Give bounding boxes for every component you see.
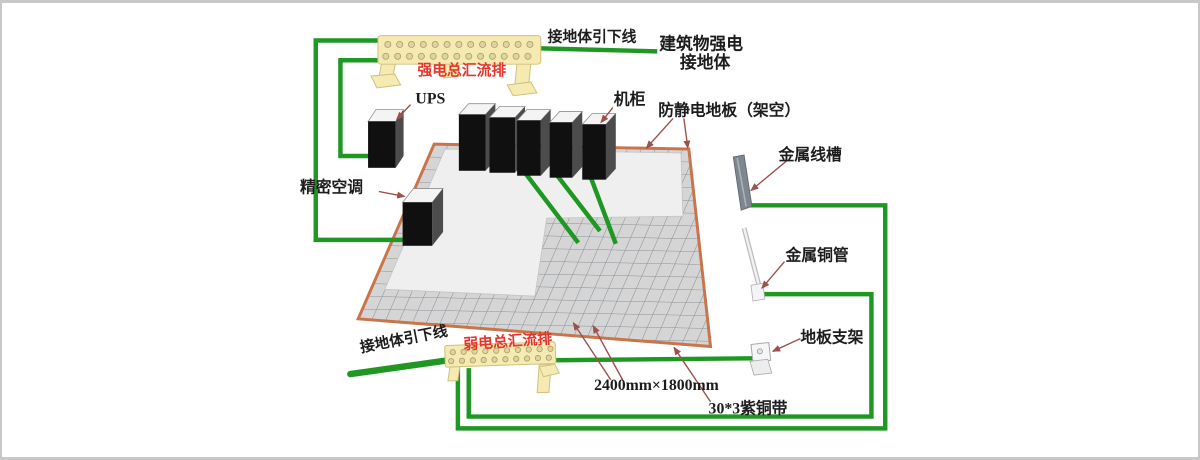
label-ups: UPS [415,91,445,108]
ground-wire-outer-left [313,38,415,243]
precision-ac-unit [401,188,444,246]
label-antistatic-floor: 防静电地板（架空） [658,101,800,120]
label-ground-lead-top: 接地体引下线 [548,27,637,45]
leader-floor-2 [683,118,691,150]
label-copper-pipe: 金属铜管 [785,246,849,265]
leader-cabinet [600,107,614,124]
label-floor-bracket: 地板支架 [800,328,863,347]
label-strong-busbar: 强电总汇流排 [417,61,506,79]
cabinet-lead-2 [554,173,602,233]
leader-ac [378,190,406,199]
cabinet-lead-3 [588,174,618,245]
ground-wire-bracket [552,356,754,363]
floor-smooth-area [384,148,684,297]
ups-unit [367,109,405,168]
leader-floor-1 [645,118,674,149]
strong-busbar [370,35,542,97]
strong-busbar-foot-right [506,81,538,97]
leader-ups [396,104,412,121]
leader-bracket [771,337,801,353]
cabinet-lead-1 [523,171,581,245]
weak-busbar-holes [448,345,554,365]
strong-busbar-bar [377,35,542,65]
leader-arrows [378,104,801,403]
label-precision-ac: 精密空调 [300,177,363,196]
raised-floor [356,142,713,349]
label-metal-trough: 金属线槽 [778,145,842,164]
ground-wire-top-right [540,46,658,54]
weak-busbar-foot-right [538,363,560,378]
ground-wire-inner-loop [466,291,874,419]
ground-wires [313,38,888,431]
cabinet-4 [548,111,584,178]
label-copper-strip: 30*3紫铜带 [709,399,788,418]
label-cabinet: 机柜 [614,90,646,109]
metal-trough [732,154,753,211]
label-ground-lead-bottom: 接地体引下线 [358,322,449,357]
label-tile-size: 2400mm×1800mm [594,377,719,394]
weak-busbar [444,341,560,394]
cabinet-3 [516,109,552,176]
cabinet-5 [581,113,617,180]
leader-copper-strip [673,346,712,403]
label-building-ground-2: 接地体 [680,52,731,72]
leader-tile-size-1 [572,321,612,381]
leader-trough [750,160,787,192]
ground-wire-ups [338,58,395,159]
copper-pipe [741,227,766,302]
floor-bracket [749,341,773,376]
ground-lead-bottom-wire [347,357,452,378]
grounding-diagram: 接地体引下线 建筑物强电 接地体 强电总汇流排 UPS 机柜 防静电地板（架空）… [300,27,888,431]
label-building-ground-1: 建筑物强电 [659,33,743,53]
strong-busbar-foot-left [370,73,402,89]
leader-tile-size-2 [592,324,624,381]
ground-wire-outer-loop [455,203,888,431]
leader-pipe [761,261,786,289]
strong-busbar-holes [382,40,534,60]
